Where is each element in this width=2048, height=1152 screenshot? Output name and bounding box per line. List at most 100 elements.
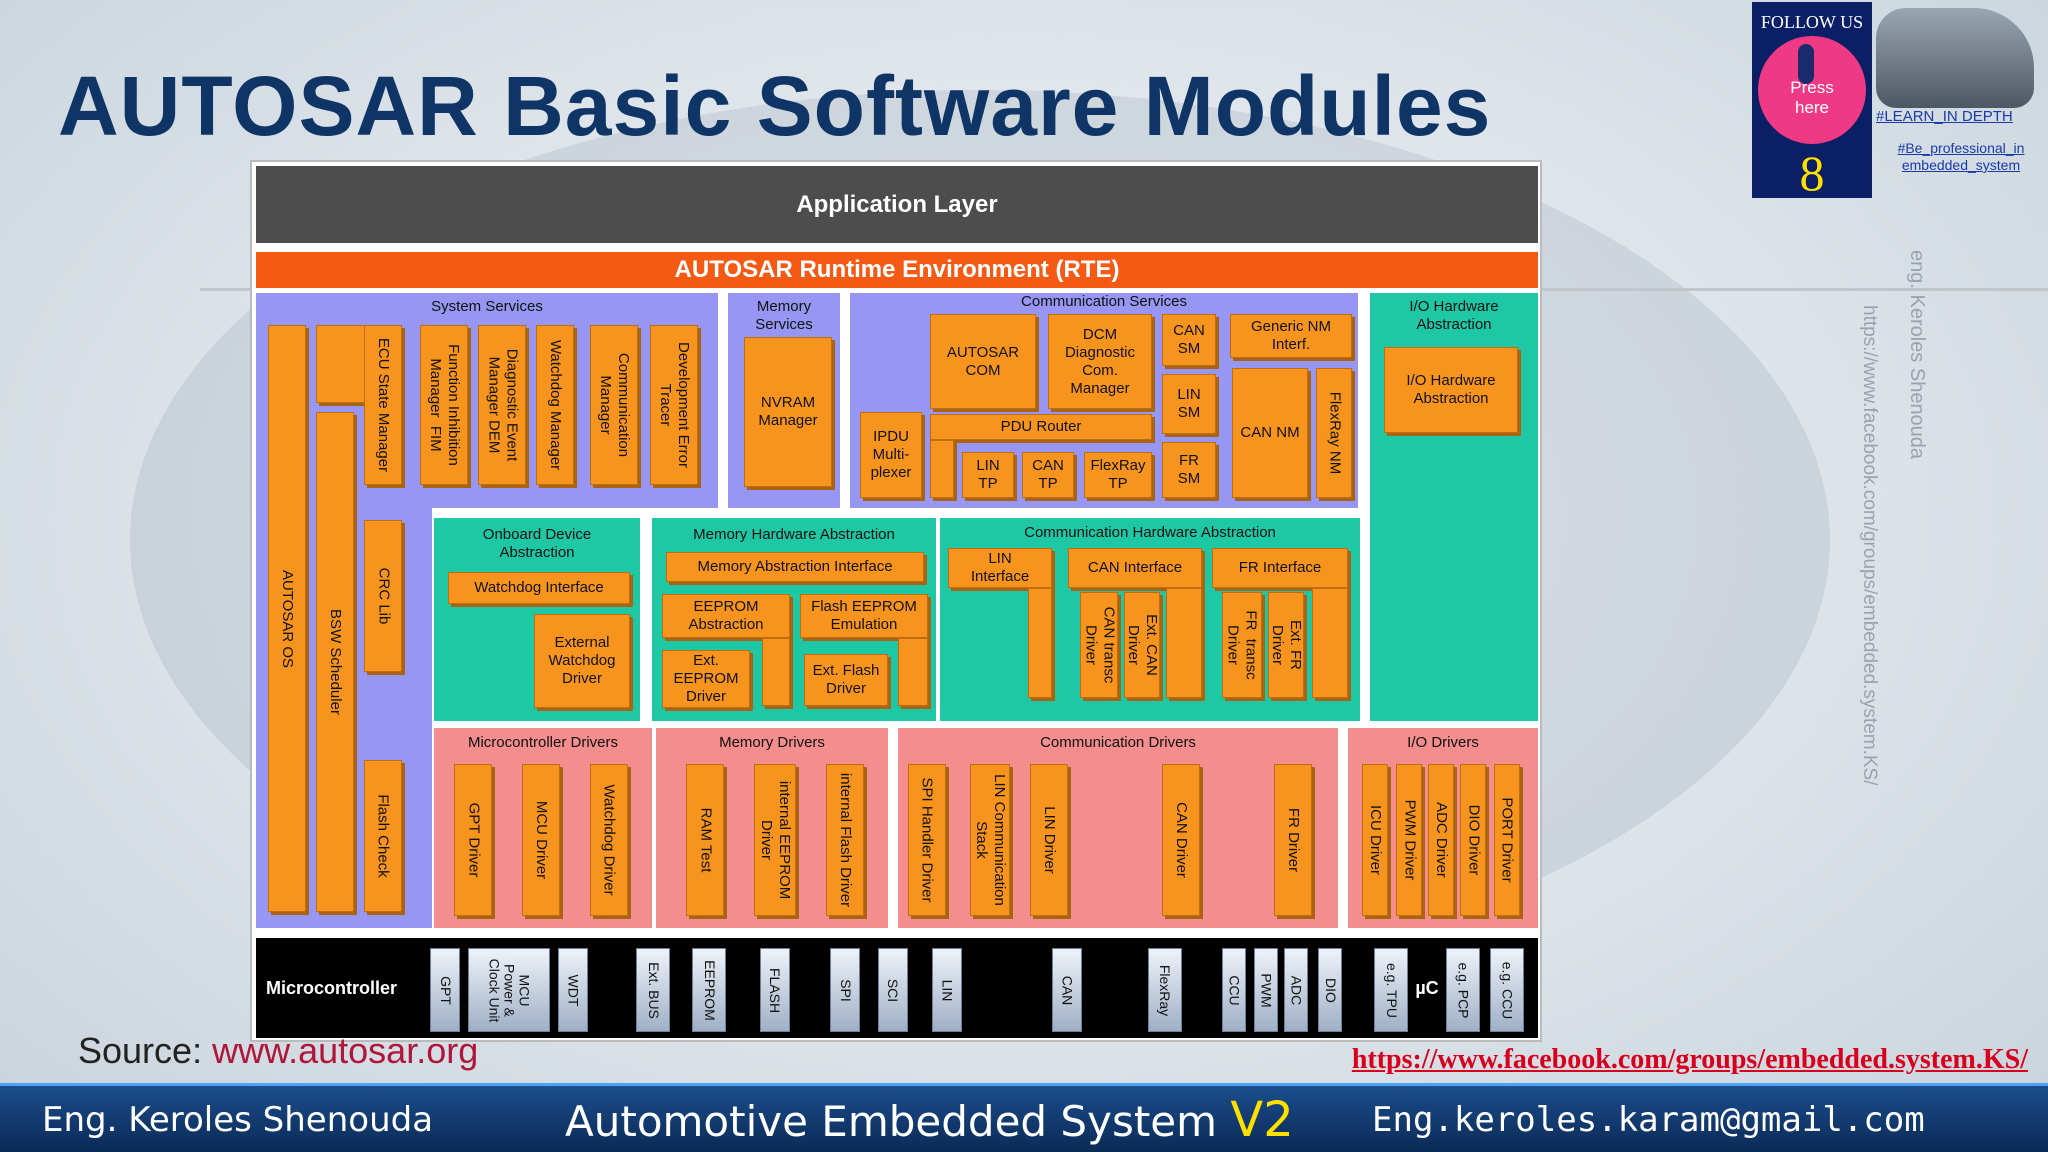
nvram-manager: NVRAM Manager <box>744 337 832 487</box>
mcu-driver: MCU Driver <box>522 764 560 916</box>
can-tp: CAN TP <box>1022 452 1074 498</box>
lin-interface-leg <box>1028 588 1052 698</box>
flash-eeprom-emulation-leg <box>898 638 928 706</box>
ext-flash-driver: Ext. Flash Driver <box>804 654 888 706</box>
mcu-chip-mcu-power-clock-unit: MCU Power & Clock Unit <box>468 948 550 1032</box>
mcu-chip-wdt: WDT <box>558 948 588 1032</box>
ext-can-driver: Ext. CAN Driver <box>1124 592 1160 698</box>
eeprom-abstraction: EEPROM Abstraction <box>662 594 790 638</box>
press-here-button[interactable]: Press here <box>1758 36 1866 144</box>
car-thumbnail <box>1876 8 2034 108</box>
footer-course: Automotive Embedded System V2 <box>565 1092 1294 1148</box>
flexray-nm: FlexRay NM <box>1316 368 1352 498</box>
watermark-name: eng. Keroles Shenouda <box>1906 250 1928 460</box>
footer-version: V2 <box>1230 1092 1294 1148</box>
page-title: AUTOSAR Basic Software Modules <box>58 59 1492 153</box>
lin-sm: LIN SM <box>1162 374 1216 434</box>
can-interface-leg <box>1166 588 1202 698</box>
mcu-chip-ccu: CCU <box>1222 948 1246 1032</box>
ecu-state-manager-top <box>316 325 366 403</box>
mcu-chip-e-g-pcp: e.g. PCP <box>1446 948 1480 1032</box>
fr-sm: FR SM <box>1162 442 1216 498</box>
icu-driver: ICU Driver <box>1362 764 1388 916</box>
watchdog-manager: Watchdog Manager <box>536 325 574 485</box>
memory-hardware-abstraction-label: Memory Hardware Abstraction <box>693 526 895 543</box>
mcu-chip-lin: LIN <box>932 948 962 1032</box>
watchdog-interface: Watchdog Interface <box>448 572 630 604</box>
adc-driver: ADC Driver <box>1428 764 1454 916</box>
mcu-chip-can: CAN <box>1052 948 1082 1032</box>
badge-number: 8 <box>1799 145 1825 201</box>
diagnostic-event-manager: Diagnostic Event Manager DEM <box>478 325 526 485</box>
mcu-chip-adc: ADC <box>1284 948 1308 1032</box>
lin-interface: LIN Interface <box>948 548 1052 588</box>
ram-test: RAM Test <box>686 764 724 916</box>
source-line: Source: www.autosar.org <box>78 1030 478 1072</box>
can-interface: CAN Interface <box>1068 548 1202 588</box>
communication-drivers-group <box>898 728 1338 928</box>
ecu-state-manager: ECU State Manager <box>364 325 402 485</box>
eeprom-abstraction-leg <box>762 638 790 706</box>
press-here-label: Press here <box>1790 78 1834 117</box>
microcontroller-drivers-label: Microcontroller Drivers <box>467 734 619 751</box>
follow-us-badge[interactable]: FOLLOW US Press here 8 <box>1752 2 1872 201</box>
external-watchdog-driver: External Watchdog Driver <box>534 614 630 708</box>
hashtag-be-professional[interactable]: #Be_professional_in embedded_system <box>1897 140 2025 173</box>
ipdu-multiplexer: IPDU Multi- plexer <box>860 412 922 498</box>
footer-bar: Eng. Keroles Shenouda Automotive Embedde… <box>0 1083 2048 1152</box>
watchdog-driver: Watchdog Driver <box>590 764 628 916</box>
mcu-chip-eeprom: EEPROM <box>692 948 726 1032</box>
io-drivers-label: I/O Drivers <box>1407 734 1479 751</box>
memory-drivers-label: Memory Drivers <box>719 734 825 751</box>
hashtag-learn-in-depth[interactable]: #LEARN_IN DEPTH <box>1876 108 2013 125</box>
fr-interface-leg <box>1312 588 1348 698</box>
pwm-driver: PWM Driver <box>1396 764 1422 916</box>
autosar-com: AUTOSAR COM <box>930 314 1036 409</box>
footer-author: Eng. Keroles Shenouda <box>42 1100 434 1140</box>
mcu-chip-gpt: GPT <box>430 948 460 1032</box>
application-layer: Application Layer <box>256 166 1538 243</box>
mcu-chip-flash: FLASH <box>760 948 790 1032</box>
follow-us-label: FOLLOW US <box>1760 12 1864 32</box>
mcu-chip-flexray: FlexRay <box>1148 948 1182 1032</box>
gpt-driver: GPT Driver <box>454 764 492 916</box>
can-nm: CAN NM <box>1232 368 1308 498</box>
development-error-tracer: Development Error Tracer <box>650 325 698 485</box>
flash-eeprom-emulation: Flash EEPROM Emulation <box>800 594 928 638</box>
mcu-chip-ext-bus: Ext. BUS <box>636 948 670 1032</box>
internal-eeprom-driver: internal EEPROM Driver <box>754 764 796 916</box>
watermark-url: https://www.facebook.com/groups/embedded… <box>1859 305 1880 786</box>
pdu-router-leg <box>930 440 954 498</box>
source-link[interactable]: www.autosar.org <box>212 1030 479 1071</box>
flexray-tp: FlexRay TP <box>1084 452 1152 498</box>
crc-lib: CRC Lib <box>364 520 402 672</box>
io-hardware-abstraction-label: I/O Hardware Abstraction <box>1409 298 1499 333</box>
ext-eeprom-driver: Ext. EEPROM Driver <box>662 650 750 708</box>
onboard-device-abstraction-label: Onboard Device Abstraction <box>482 526 592 561</box>
dio-driver: DIO Driver <box>1460 764 1486 916</box>
mcu-chip-dio: DIO <box>1318 948 1342 1032</box>
can-driver: CAN Driver <box>1162 764 1200 916</box>
flash-check: Flash Check <box>364 760 402 912</box>
memory-abstraction-interface: Memory Abstraction Interface <box>666 552 924 582</box>
microcontroller-label: Microcontroller <box>266 978 398 998</box>
fr-transceiver-driver: FR transc Driver <box>1222 592 1262 698</box>
mcu-chip-pwm: PWM <box>1254 948 1278 1032</box>
fr-driver: FR Driver <box>1274 764 1312 916</box>
facebook-group-link[interactable]: https://www.facebook.com/groups/embedded… <box>1351 1044 2028 1075</box>
dcm-diagnostic-com-manager: DCM Diagnostic Com. Manager <box>1048 314 1152 409</box>
lin-tp: LIN TP <box>962 452 1014 498</box>
port-driver: PORT Driver <box>1494 764 1520 916</box>
lin-communication-stack: LIN Communication Stack <box>970 764 1010 916</box>
mcu-chip-spi: SPI <box>830 948 860 1032</box>
io-hardware-abstraction: I/O Hardware Abstraction <box>1384 347 1518 433</box>
function-inhibition-manager: Function Inhibition Manager FIM <box>420 325 468 485</box>
rte-layer: AUTOSAR Runtime Environment (RTE) <box>256 252 1538 288</box>
generic-nm-interface: Generic NM Interf. <box>1230 314 1352 358</box>
communication-hardware-abstraction-label: Communication Hardware Abstraction <box>1024 524 1276 541</box>
communication-services-label: Communication Services <box>1021 293 1187 310</box>
footer-email: Eng.keroles.karam@gmail.com <box>1372 1100 1925 1140</box>
mcu-chip-e-g-tpu: e.g. TPU <box>1374 948 1408 1032</box>
mcu-chip-e-g-ccu: e.g. CCU <box>1490 948 1524 1032</box>
autosar-os: AUTOSAR OS <box>268 325 306 912</box>
